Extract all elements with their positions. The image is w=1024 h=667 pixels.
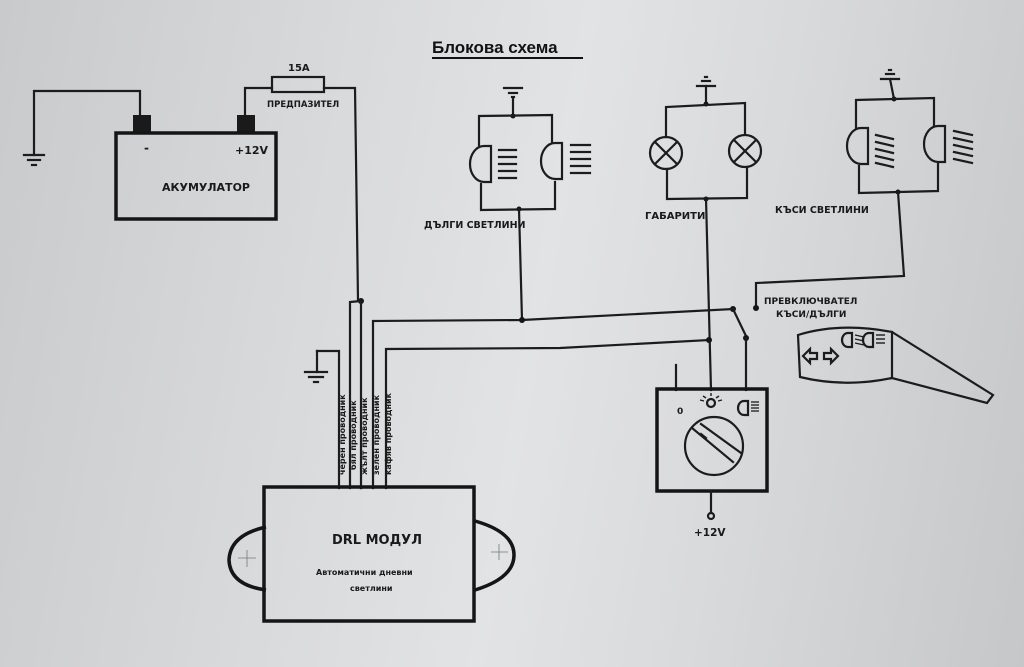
wire-label-yellow: жълт проводник	[360, 397, 369, 475]
module-desc-line1: Автоматични дневни	[316, 568, 413, 577]
parking-light-icon	[705, 397, 717, 409]
wire-labels: черен проводник бял проводник жълт прово…	[338, 392, 393, 475]
module-mount-left	[227, 525, 267, 592]
battery-plus-label: +12V	[235, 144, 269, 157]
module-mount-right	[474, 519, 516, 592]
battery: - +12V АКУМУЛАТОР	[114, 115, 278, 221]
rotary-light-switch: 0 +12V	[655, 363, 769, 539]
low-beam-lamps: КЪСИ СВЕТЛИНИ	[753, 68, 974, 311]
parking-lamps-label: ГАБАРИТИ	[645, 211, 705, 222]
battery-negative-terminal	[133, 115, 151, 132]
ground-symbol-battery	[22, 89, 142, 167]
low-beam-label: КЪСИ СВЕТЛИНИ	[775, 205, 869, 216]
supply-label: +12V	[694, 527, 726, 539]
wire-label-white: бял проводник	[348, 400, 358, 470]
wire-label-green: зелен проводник	[372, 394, 381, 475]
diagram-title: Блокова схема	[432, 38, 558, 57]
fuse: 15A ПРЕДПАЗИТЕЛ	[243, 63, 360, 302]
low-beam-rays-right	[952, 129, 974, 165]
headlight-icon-1	[840, 331, 854, 349]
switch-off-mark: 0	[677, 407, 683, 417]
wire-label-brown: кафяв проводник	[384, 392, 393, 475]
turn-right-arrow-icon	[822, 346, 840, 366]
parking-lamps: ГАБАРИТИ	[645, 75, 763, 392]
rotary-knob	[683, 415, 745, 477]
high-beam-rays-right	[569, 143, 592, 175]
turn-left-arrow-icon	[801, 346, 819, 366]
headlight-icon-2	[861, 331, 875, 349]
high-beam-lamps: ДЪЛГИ СВЕТЛИНИ	[424, 86, 592, 322]
switch-label-line2: КЪСИ/ДЪЛГИ	[776, 310, 846, 320]
module-desc-line2: светлини	[350, 584, 392, 593]
battery-positive-terminal	[237, 115, 255, 132]
switch-contacts	[730, 306, 749, 392]
wire-label-black: черен проводник	[338, 394, 347, 475]
high-beam-rays-left	[497, 148, 518, 180]
fuse-label: ПРЕДПАЗИТЕЛ	[267, 100, 339, 110]
fuse-rating: 15A	[288, 63, 310, 74]
high-beam-label: ДЪЛГИ СВЕТЛИНИ	[424, 220, 526, 231]
wiring	[303, 298, 735, 490]
battery-label: АКУМУЛАТОР	[162, 181, 250, 194]
beam-switch: ПРЕВКЛЮЧВАТЕЛ КЪСИ/ДЪЛГИ	[764, 297, 995, 405]
headlight-icon	[736, 399, 750, 417]
low-beam-rays-left	[874, 133, 895, 169]
battery-minus-label: -	[144, 141, 149, 155]
module-title: DRL МОДУЛ	[332, 533, 422, 548]
switch-label-line1: ПРЕВКЛЮЧВАТЕЛ	[764, 297, 857, 307]
drl-module: DRL МОДУЛ Автоматични дневни светлини	[227, 485, 516, 623]
